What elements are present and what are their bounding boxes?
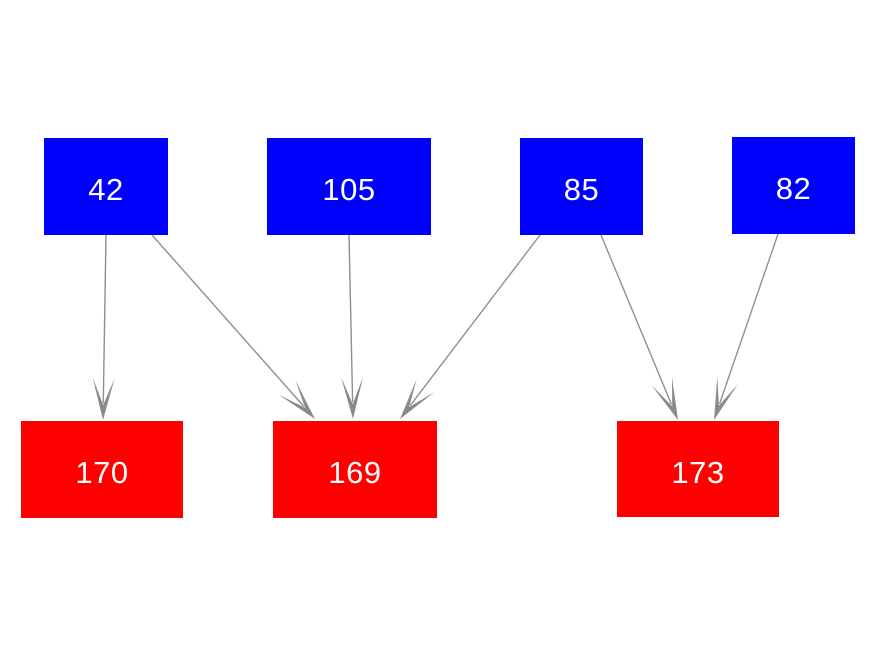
edge-line-42-to-170 <box>102 234 107 404</box>
graph-node-82: 82 <box>732 137 855 234</box>
node-label: 82 <box>775 171 812 206</box>
edge-line-85-to-173 <box>600 234 673 405</box>
edge-line-82-to-173 <box>718 233 779 405</box>
node-label: 42 <box>88 172 124 207</box>
graph-node-42: 42 <box>44 138 168 235</box>
arrowhead-icon <box>278 380 315 419</box>
node-label: 169 <box>328 455 382 490</box>
node-label: 170 <box>75 455 129 490</box>
arrowhead-icon <box>341 376 364 419</box>
graph-node-85: 85 <box>520 138 643 235</box>
node-label: 173 <box>671 454 725 490</box>
arrowhead-icon <box>651 377 678 420</box>
arrowhead-icon <box>400 378 435 419</box>
arrowhead-icon <box>92 377 115 420</box>
graph-node-173: 173 <box>617 421 779 517</box>
node-label: 85 <box>563 172 600 207</box>
edge-line-85-to-169 <box>409 234 541 406</box>
edge-line-42-to-169 <box>151 234 305 407</box>
arrowhead-icon <box>714 376 739 420</box>
edge-line-105-to-169 <box>348 234 354 403</box>
graph-node-169: 169 <box>273 421 437 518</box>
graph-node-170: 170 <box>21 421 183 518</box>
node-label: 105 <box>322 172 376 207</box>
graph-node-105: 105 <box>267 138 431 235</box>
